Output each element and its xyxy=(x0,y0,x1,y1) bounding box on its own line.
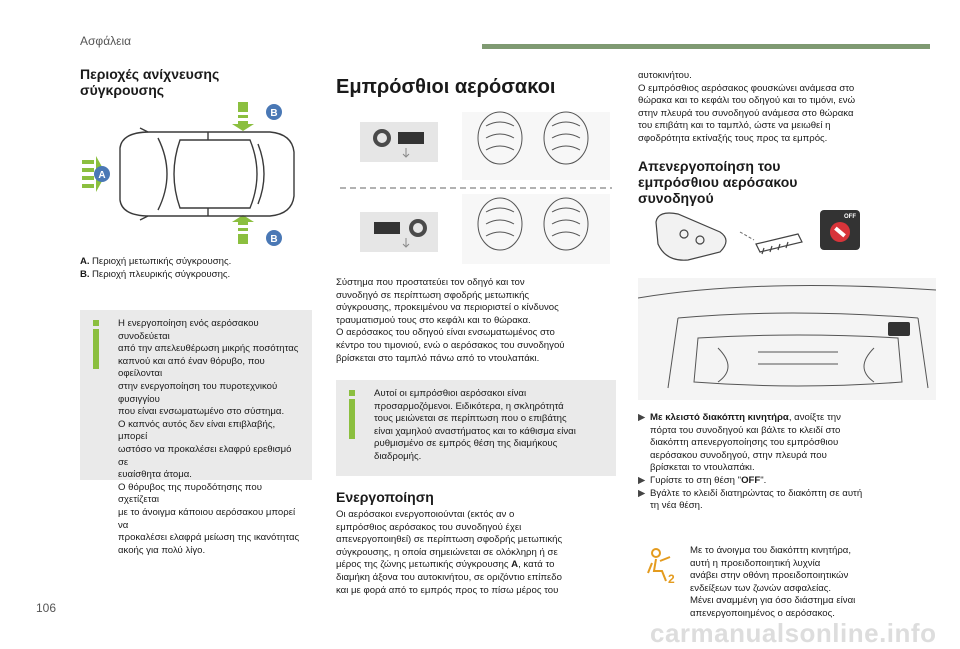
step-2: ▶ Γυρίστε το στη θέση "OFF". xyxy=(638,474,767,486)
front-airbags-title: Εμπρόσθιοι αερόσακοι xyxy=(336,76,556,98)
info-text: Αυτοί οι εμπρόσθιοι αερόσακοι είναι προσ… xyxy=(374,388,576,462)
front-airbag-illustration xyxy=(340,111,612,264)
switch-off-label: OFF xyxy=(844,214,856,220)
info-icon xyxy=(348,390,356,442)
left-heading: Περιοχές ανίχνευσης σύγκρουσης xyxy=(80,66,220,98)
legend-item-a: A. Περιοχή μετωπικής σύγκρουσης. xyxy=(80,256,232,267)
passenger-door-illustration xyxy=(638,278,936,400)
smoke-noise-info-box: Η ενεργοποίηση ενός αερόσακου συνοδεύετα… xyxy=(80,310,312,556)
front-airbags-description: Σύστημα που προστατεύει τον οδηγό και το… xyxy=(336,277,565,364)
watermark: carmanualsonline.info xyxy=(650,618,937,648)
badge-b-top: B xyxy=(270,108,277,119)
warning-icon-digit: 2 xyxy=(668,572,675,585)
page-number: 106 xyxy=(36,601,57,615)
badge-a: A xyxy=(98,170,105,181)
inflation-description: αυτοκινήτου. Ο εμπρόσθιος αερόσακος φουσ… xyxy=(638,70,856,144)
passenger-airbag-off-warning-icon: 2 xyxy=(647,548,675,585)
info-icon xyxy=(92,320,100,372)
badge-b-bottom: B xyxy=(270,234,277,245)
step-1: ▶ Με κλειστό διακόπτη κινητήρα, ανοίξτε … xyxy=(638,412,841,474)
step-3: ▶ Βγάλτε το κλειδί διατηρώντας το διακόπ… xyxy=(638,487,863,512)
zone-legend: A. Περιοχή μετωπικής σύγκρουσης. B. Περι… xyxy=(80,255,310,281)
activation-text: Οι αερόσακοι ενεργοποιούνται (εκτός αν ο… xyxy=(336,509,563,596)
adaptive-airbags-info-box: Αυτοί οι εμπρόσθιοι αερόσακοι είναι προσ… xyxy=(336,380,616,476)
activation-heading: Ενεργοποίηση xyxy=(336,489,434,505)
deactivation-steps: ▶ Με κλειστό διακόπτη κινητήρα, ανοίξτε … xyxy=(638,412,938,513)
deactivation-heading: Απενεργοποίηση του εμπρόσθιου αερόσακου … xyxy=(638,158,798,206)
warning-lamp-note: Με το άνοιγμα του διακόπτη κινητήρα, αυτ… xyxy=(690,545,856,619)
key-switch-illustration: OFF xyxy=(655,210,860,261)
legend-item-b: B. Περιοχή πλευρικής σύγκρουσης. xyxy=(80,269,231,280)
section-accent-bar xyxy=(482,44,930,49)
car-topview-diagram: B A B xyxy=(82,102,295,246)
section-title: Ασφάλεια xyxy=(80,34,132,48)
info-text: Η ενεργοποίηση ενός αερόσακου συνοδεύετα… xyxy=(118,318,300,556)
